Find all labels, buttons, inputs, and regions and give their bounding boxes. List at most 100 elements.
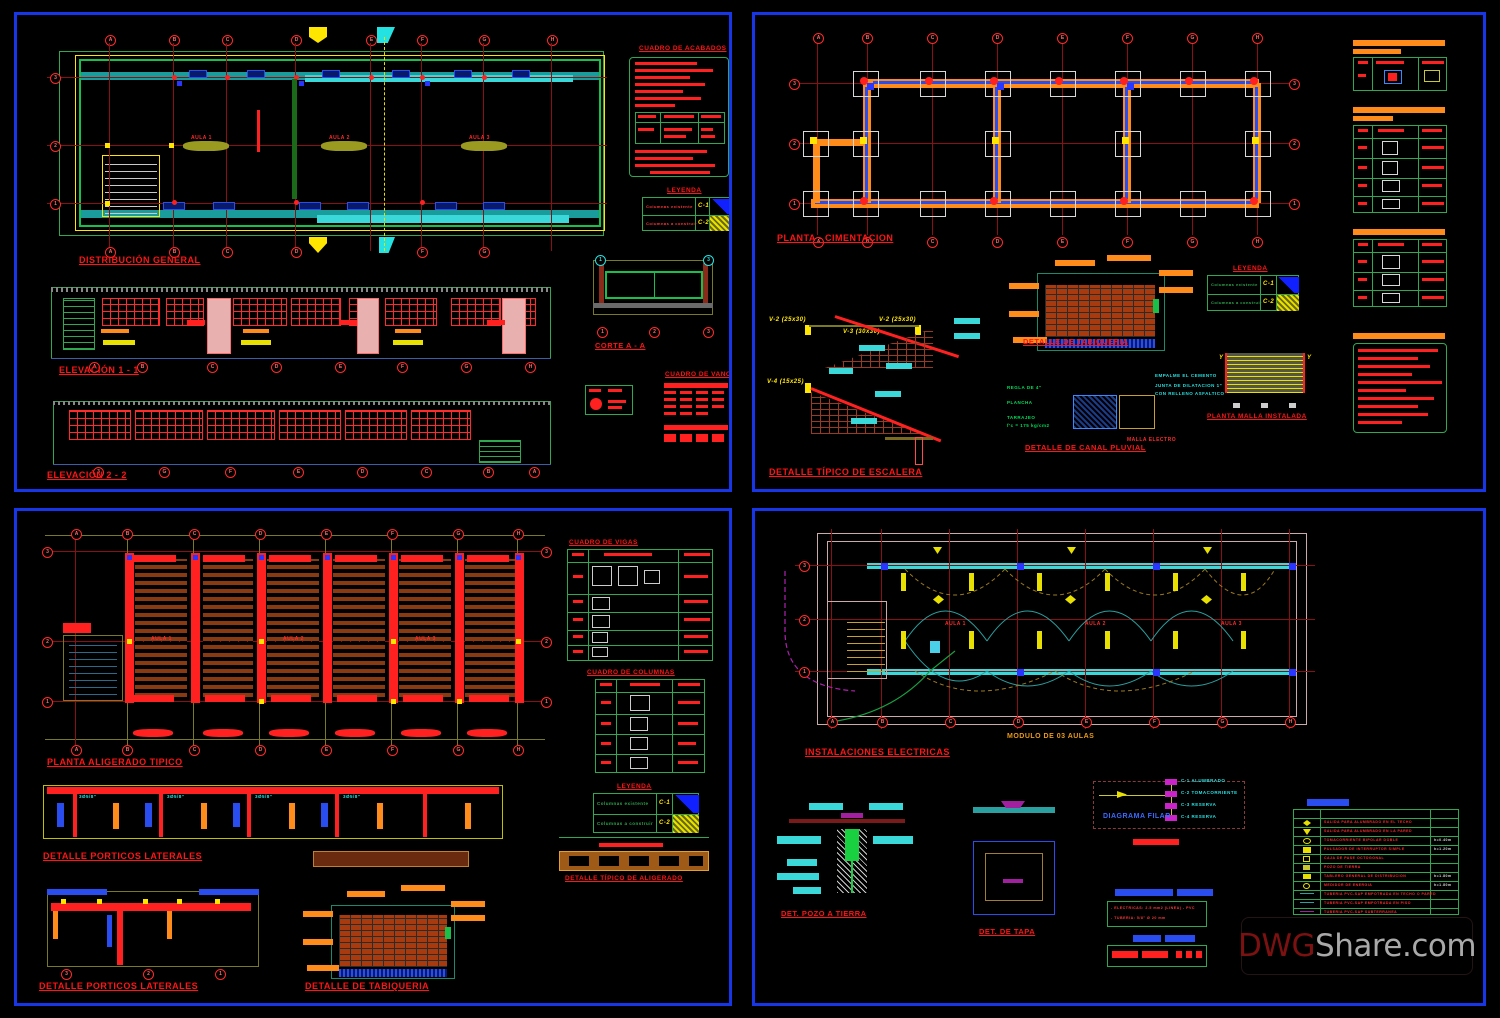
- beam-label: V-3 (30x30): [843, 329, 880, 335]
- grid-bubble: 1: [597, 327, 608, 338]
- stair-treads: [105, 158, 157, 214]
- column-node: [1289, 669, 1296, 676]
- plan-wall-green: [79, 59, 601, 227]
- grid-bubble: C: [207, 362, 218, 373]
- plan-outline: [817, 533, 1307, 725]
- grid-bubble: 1: [799, 667, 810, 678]
- window-symbol: [299, 202, 321, 210]
- frame-column: [73, 787, 77, 837]
- corridor-band: [867, 563, 1293, 569]
- specs-table: [1353, 343, 1447, 433]
- drawing-title: DETALLE TÍPICO DE ALIGERADO: [565, 875, 683, 882]
- rebar-marker: [107, 915, 112, 947]
- mesh-support: [1261, 403, 1268, 408]
- grid-bubble: F: [1149, 717, 1160, 728]
- interruptor-icon: [1303, 847, 1311, 853]
- specs-line: - ELECTRICAS: 2.5 mm2 (LINEA) - PVC: [1111, 906, 1195, 910]
- lintel: [187, 320, 205, 325]
- joist-detail-strip: [313, 851, 469, 867]
- beam-vertical: [125, 553, 134, 703]
- grid-bubble: A: [827, 717, 838, 728]
- section-outline: [593, 260, 713, 315]
- luminaire-icon: [969, 631, 974, 649]
- grid-bubble: 1: [50, 199, 61, 210]
- tomacorriente-icon: [1303, 838, 1311, 844]
- beam-horizontal: [134, 555, 176, 562]
- grid-bubble: F: [225, 467, 236, 478]
- grid-bubble: H: [525, 362, 536, 373]
- column-node: [992, 137, 999, 144]
- table-title: CUADRO DE COLUMNAS: [587, 669, 675, 676]
- grid-bubble: 1: [215, 969, 226, 980]
- desk-symbol: [103, 340, 135, 345]
- q4-canvas: AULA 1 AULA 2 AULA 3 A B C D E F G H 3 2…: [755, 511, 1483, 1003]
- grid-bubble: B: [877, 717, 888, 728]
- finishes-table: [629, 57, 729, 177]
- grid-bubble: F: [387, 745, 398, 756]
- section-marker: [309, 27, 327, 43]
- annotation-tag: [829, 368, 853, 374]
- drawing-title: DETALLE DE TABIQUERIA: [305, 981, 430, 991]
- column-node: [420, 75, 425, 80]
- beam-horizontal: [401, 555, 443, 562]
- note-text: PLANCHA: [1007, 400, 1033, 405]
- annotation-tag: [809, 803, 843, 810]
- detail-box: [585, 385, 633, 415]
- room-marker: [183, 141, 229, 151]
- beam-vertical: [191, 553, 200, 703]
- mesh-support: [1233, 403, 1240, 408]
- column-node: [225, 75, 230, 80]
- salida-techo-icon: [1303, 820, 1311, 826]
- annotation-tag: [886, 363, 912, 369]
- legend-title-bar: [1307, 799, 1349, 806]
- annotation-tag: [869, 803, 903, 810]
- grid-bubble: 1: [1289, 199, 1300, 210]
- masonry-wall: [1045, 285, 1155, 337]
- tuberia-techo-icon: [1300, 893, 1314, 894]
- room-label: AULA 3: [469, 135, 490, 141]
- column-node: [425, 81, 430, 86]
- room-label: AULA 1: [151, 636, 172, 642]
- footing-pad: [985, 191, 1011, 217]
- window-symbol: [392, 70, 410, 78]
- footing-pad: [985, 71, 1011, 97]
- column-node: [1120, 77, 1128, 85]
- grid-axis: [421, 43, 422, 251]
- legend-swatch-blue: [673, 795, 699, 813]
- column-node: [391, 699, 396, 704]
- grid-axis: [831, 529, 832, 729]
- drawing-title: DETALLE PORTICOS LATERALES: [43, 851, 203, 861]
- footing-pad: [1245, 71, 1271, 97]
- legend-row-text: TOMACORRIENTE BIPOLAR DOBLE: [1324, 838, 1399, 842]
- legend-row-text: CAJA DE PASE OCTOGONAL: [1324, 856, 1385, 860]
- window-symbol: [189, 70, 207, 78]
- annotation-tag: [859, 345, 885, 351]
- grid-axis: [1062, 35, 1063, 235]
- legend-row-qty: h=1.20m: [1434, 847, 1452, 851]
- grid-bubble: D: [1013, 717, 1024, 728]
- legend-label: Columnas existente: [597, 801, 649, 806]
- footing-pad: [1245, 191, 1271, 217]
- footing-pad: [803, 131, 829, 157]
- grid-bubble: H: [1252, 237, 1263, 248]
- window-symbol: [347, 202, 369, 210]
- corridor-band: [867, 669, 1293, 675]
- grid-bubble: B: [862, 33, 873, 44]
- grid-bubble: G: [453, 529, 464, 540]
- beam-vertical: [515, 553, 524, 703]
- beam-edge: [335, 729, 375, 737]
- table-header-bar: [1353, 40, 1445, 46]
- legend-swatch-yellow: [673, 815, 699, 833]
- drawing-title: ELEVACIÓN 1 - 1: [59, 365, 139, 375]
- ground-well-rod: [851, 829, 853, 893]
- note-text: CON RELLENO ASFALTICO: [1155, 391, 1225, 396]
- stair-wall: [915, 437, 923, 465]
- window-grid: [345, 410, 407, 440]
- panel-board-icon: [930, 641, 940, 653]
- section-divider: [654, 271, 655, 299]
- filar-circuit-label: C-4 RESERVA: [1181, 814, 1217, 819]
- foundation-rebar: [873, 81, 1253, 84]
- section-marker: [309, 237, 327, 253]
- annotation-tag: [1009, 283, 1039, 289]
- column-node: [457, 699, 462, 704]
